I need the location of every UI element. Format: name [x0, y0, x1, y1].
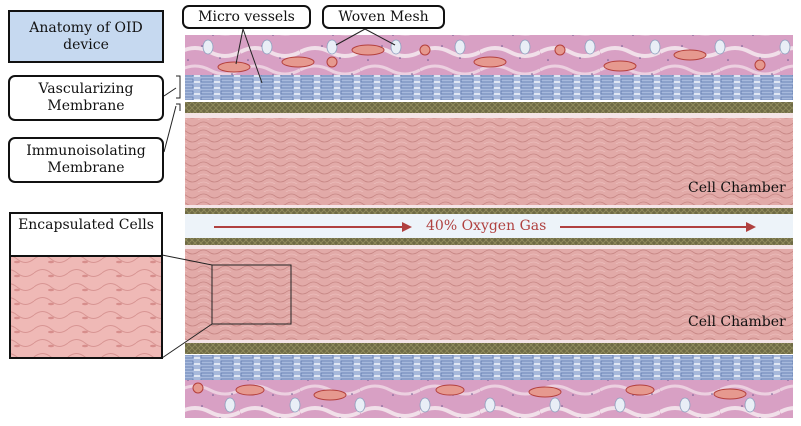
- zoom-region-box: [211, 264, 292, 325]
- immunoisolating-layer-bottom: [185, 343, 793, 354]
- gas-membrane-bottom: [185, 238, 793, 245]
- label-text: Woven Mesh: [338, 8, 429, 25]
- label-immunoisolating-membrane: Immunoisolating Membrane: [8, 137, 164, 183]
- gas-membrane-top: [185, 208, 793, 214]
- leader-lines: [161, 28, 396, 359]
- label-encapsulated-cells: Encapsulated Cells: [18, 217, 154, 233]
- cell-chamber-bottom: [185, 249, 793, 340]
- micro-vessels-bottom: [192, 382, 747, 401]
- woven-mesh-fibers-bottom: [224, 397, 756, 413]
- woven-mesh-fibers-top: [202, 39, 791, 55]
- label-text: Immunoisolating Membrane: [26, 143, 146, 176]
- label-gas-channel: 40% Oxygen Gas: [426, 218, 547, 234]
- label-text: Micro vessels: [198, 8, 295, 25]
- label-woven-mesh: Woven Mesh: [322, 5, 445, 29]
- cell-chamber-top: [185, 118, 793, 205]
- label-cell-chamber-top: Cell Chamber: [688, 180, 786, 196]
- immunoisolating-layer-top: [185, 102, 793, 113]
- diagram-title-text: Anatomy of OID device: [29, 19, 143, 53]
- encapsulated-cells-inset: [11, 256, 161, 357]
- label-cell-chamber-bottom: Cell Chamber: [688, 314, 786, 330]
- vascularizing-layer-top: [185, 75, 793, 100]
- label-text: Vascularizing Membrane: [38, 81, 134, 114]
- gas-flow-arrow: [214, 222, 756, 232]
- diagram-title: Anatomy of OID device: [8, 10, 164, 63]
- label-vascularizing-membrane: Vascularizing Membrane: [8, 75, 164, 121]
- micro-vessels-top: [217, 44, 766, 73]
- label-micro-vessels: Micro vessels: [182, 5, 311, 29]
- vascularizing-layer-bottom: [185, 355, 793, 380]
